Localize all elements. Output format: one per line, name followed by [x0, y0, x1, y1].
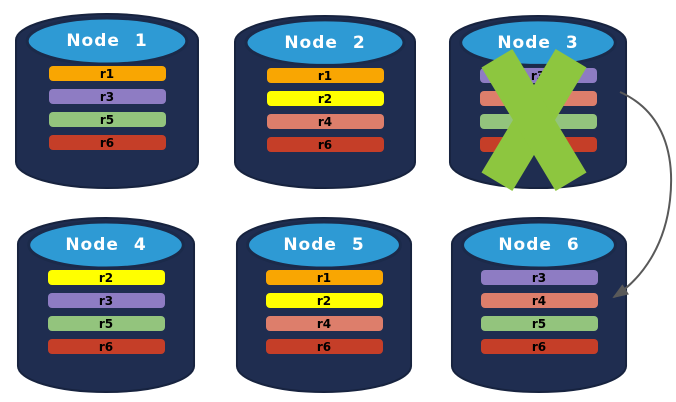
replica-bar-r6: r6: [265, 339, 383, 354]
replica-bar-r6: r6: [266, 137, 384, 152]
replica-list: r3 r4 r5 r6: [450, 270, 628, 354]
replica-bar-r2: r2: [47, 270, 165, 285]
replica-label: r2: [316, 293, 332, 308]
replica-list: r2 r3 r5 r6: [16, 270, 196, 354]
replica-bar-r5: r5: [480, 316, 598, 331]
replica-list: r1 r2 r4 r6: [235, 270, 413, 354]
replica-bar-r3: r3: [47, 293, 165, 308]
replica-bar-r3: r3: [480, 270, 598, 285]
replica-label: r4: [317, 114, 333, 129]
replica-label: r4: [531, 293, 547, 308]
replica-label: r2: [98, 270, 114, 285]
replica-bar-r1: r1: [265, 270, 383, 285]
replica-bar-r6: r6: [47, 339, 165, 354]
database-node-node-6: Node 6 r3 r4 r5 r6: [450, 214, 628, 396]
database-node-node-2: Node 2 r1 r2 r4 r6: [233, 12, 417, 192]
replica-label: r6: [317, 137, 333, 152]
replica-label: r4: [316, 316, 332, 331]
replica-bar-r5: r5: [48, 112, 166, 127]
database-node-node-1: Node 1 r1 r3 r5 r6: [14, 10, 200, 192]
node-title: Node 3: [497, 33, 579, 53]
node-title: Node 4: [65, 235, 147, 255]
replica-bar-r4: r4: [480, 293, 598, 308]
node-title: Node 5: [283, 235, 365, 255]
replica-bar-r5: r5: [47, 316, 165, 331]
replica-bar-r2: r2: [265, 293, 383, 308]
replica-label: r3: [98, 293, 114, 308]
replica-label: r6: [99, 135, 115, 150]
replica-label: r5: [99, 112, 115, 127]
replica-list: r1 r2 r4 r6: [233, 68, 417, 152]
node-title: Node 6: [498, 235, 580, 255]
replica-bar-r6: r6: [48, 135, 166, 150]
replica-label: r6: [531, 339, 547, 354]
replica-bar-r6: r6: [480, 339, 598, 354]
replica-label: r1: [316, 270, 332, 285]
database-node-node-4: Node 4 r2 r3 r5 r6: [16, 214, 196, 396]
replica-label: r1: [317, 68, 333, 83]
replica-bar-r4: r4: [265, 316, 383, 331]
replica-label: r1: [99, 66, 115, 81]
replica-label: r2: [317, 91, 333, 106]
replica-label: r6: [316, 339, 332, 354]
replica-label: r6: [98, 339, 114, 354]
replica-bar-r1: r1: [266, 68, 384, 83]
replica-bar-r1: r1: [48, 66, 166, 81]
replica-bar-r4: r4: [266, 114, 384, 129]
node-title: Node 2: [284, 33, 366, 53]
failure-x-icon: [481, 49, 587, 191]
replica-bar-r3: r3: [48, 89, 166, 104]
node-title: Node 1: [66, 31, 148, 51]
database-node-node-5: Node 5 r1 r2 r4 r6: [235, 214, 413, 396]
replica-bar-r2: r2: [266, 91, 384, 106]
replica-label: r5: [98, 316, 114, 331]
replica-label: r3: [531, 270, 547, 285]
replica-label: r3: [99, 89, 115, 104]
replica-label: r5: [531, 316, 547, 331]
replica-list: r1 r3 r5 r6: [14, 66, 200, 150]
